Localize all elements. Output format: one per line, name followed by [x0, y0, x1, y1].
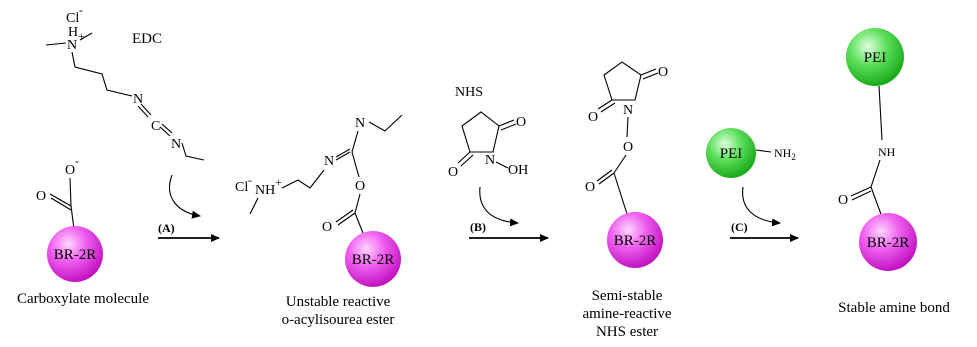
step-b-label: (B) — [470, 220, 486, 234]
amine-nh2: NH2 — [774, 146, 796, 162]
br-2r-sphere-3 — [607, 212, 663, 268]
pei-label-1: PEI — [720, 146, 743, 162]
caption-nhs-ester-line2: amine-reactive — [582, 306, 671, 322]
nhs-oxygen-2: O — [448, 165, 458, 180]
edc-nitrogen-h: H — [68, 25, 78, 40]
ammonium-charge: + — [275, 175, 282, 189]
pei-label-2: PEI — [864, 50, 887, 66]
nhs-structure: NHS O O N OH — [448, 85, 528, 180]
ester-nhs-oxygen-2: O — [588, 110, 598, 125]
pei-amine-reagent: PEI NH2 — [706, 128, 796, 178]
carboxylate-oxygen-neg: O — [65, 163, 75, 178]
o-acylisourea-molecule: Cl - NH + N N O O BR-2R — [235, 114, 403, 287]
carboxylate-oxygen: O — [36, 189, 46, 204]
edc-nitrogen-charge: + — [78, 29, 85, 43]
pei-sphere-1 — [706, 128, 756, 178]
caption-amine-bond: Stable amine bond — [838, 300, 950, 316]
step-c-arrow: (C) — [730, 186, 799, 242]
edc-structure: Cl - H N + N C N EDC — [45, 3, 205, 161]
caption-nhs-ester-line3: NHS ester — [596, 324, 658, 340]
step-c-label: (C) — [731, 220, 748, 234]
chloride-charge-2: - — [248, 173, 252, 187]
br-2r-sphere-2 — [345, 231, 401, 287]
br-2r-label-4: BR-2R — [867, 235, 910, 251]
step-a-label: (A) — [158, 221, 175, 235]
step-b-arrow: (B) — [469, 186, 549, 242]
ester-link-oxygen: O — [623, 140, 633, 155]
chloride-label-2: Cl — [235, 180, 248, 195]
carbonyl-oxygen-2: O — [322, 220, 332, 235]
br-2r-label-1: BR-2R — [54, 247, 97, 263]
pei-sphere-2 — [846, 28, 904, 86]
ammonium-nh: NH — [255, 183, 275, 198]
br-2r-sphere-1 — [47, 226, 103, 282]
edc-nitrogen: N — [67, 38, 77, 53]
chloride-charge: - — [79, 3, 83, 17]
ester-nhs-oxygen-1: O — [658, 65, 668, 80]
step-a-arrow: (A) — [158, 174, 220, 242]
ester-nhs-nitrogen: N — [623, 103, 633, 118]
nhs-oxygen-1: O — [516, 115, 526, 130]
carboxylate-charge: - — [75, 154, 79, 168]
captions: Carboxylate molecule Unstable reactive o… — [17, 288, 950, 340]
carboxylate-molecule: O - O BR-2R — [36, 154, 103, 282]
caption-acylisourea-line1: Unstable reactive — [286, 294, 391, 310]
amide-carbonyl-oxygen: O — [838, 193, 848, 208]
caption-acylisourea-line2: o-acylisourea ester — [282, 312, 395, 328]
chloride-label: Cl — [66, 11, 79, 26]
br-2r-sphere-4 — [859, 213, 917, 271]
amide-nh: NH — [878, 145, 896, 159]
caption-nhs-ester-line1: Semi-stable — [592, 288, 663, 304]
edc-n1: N — [133, 92, 143, 107]
nhs-hydroxyl: OH — [508, 163, 528, 178]
caption-carboxylate: Carboxylate molecule — [17, 291, 149, 307]
nhs-ester-molecule: O O N O O BR-2R — [585, 61, 668, 268]
br-2r-label-2: BR-2R — [352, 252, 395, 268]
nhs-nitrogen: N — [485, 153, 495, 168]
edc-label: EDC — [132, 31, 162, 47]
carbonyl-oxygen-3: O — [585, 180, 595, 195]
edc-carbon: C — [151, 119, 160, 134]
edc-n2: N — [171, 137, 181, 152]
isourea-n2: N — [355, 116, 365, 131]
amide-product-molecule: PEI NH O BR-2R — [838, 28, 917, 271]
nhs-label: NHS — [455, 85, 483, 100]
ester-oxygen: O — [355, 179, 365, 194]
br-2r-label-3: BR-2R — [614, 233, 657, 249]
isourea-n1: N — [324, 154, 334, 169]
